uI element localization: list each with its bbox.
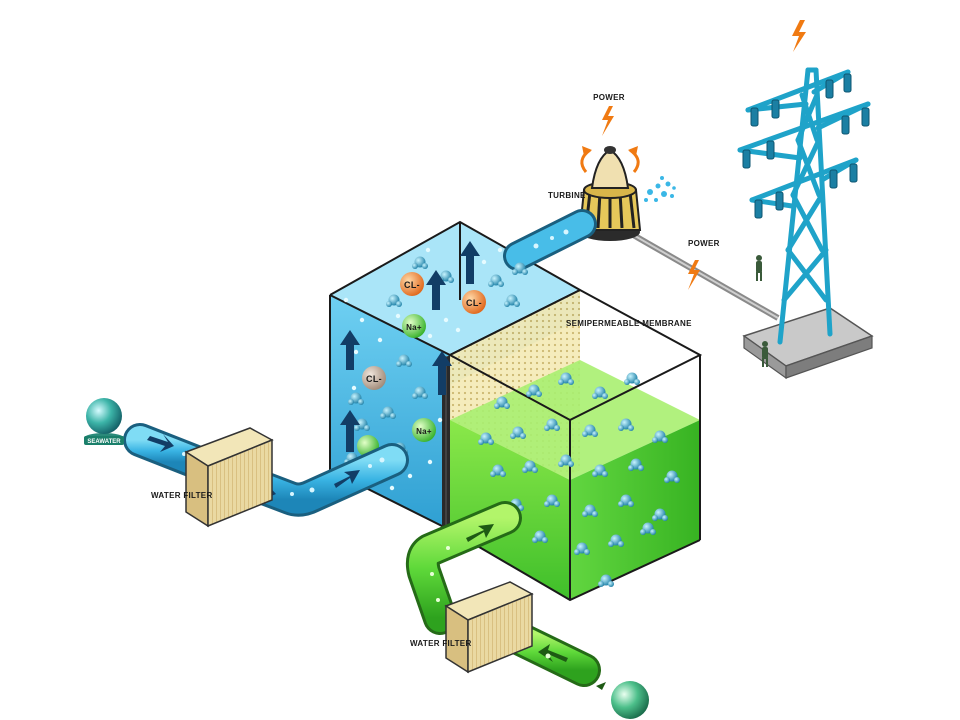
bubble	[455, 327, 461, 333]
water-molecule	[490, 464, 506, 477]
water-molecule	[348, 392, 364, 405]
water-molecule	[592, 464, 608, 477]
chloride-ion: CL-	[400, 272, 424, 296]
power-tower	[737, 20, 874, 380]
person-figure	[756, 255, 762, 281]
bubble	[343, 297, 349, 303]
tower-frame	[737, 67, 871, 345]
water-molecule	[504, 294, 520, 307]
lightning-icon	[688, 260, 700, 290]
water-molecule	[592, 386, 608, 399]
lightning-icon	[792, 20, 806, 52]
water-molecule	[574, 542, 590, 555]
water-molecule	[598, 574, 614, 587]
water-molecule	[608, 534, 624, 547]
bubble	[353, 349, 359, 355]
water-filter-label: WATER FILTER	[410, 639, 472, 648]
water-molecule	[488, 274, 504, 287]
salt-water-globe: SEAWATER	[84, 398, 124, 445]
bubble	[481, 259, 487, 265]
water-molecule	[544, 418, 560, 431]
water-molecule	[412, 256, 428, 269]
water-molecule	[386, 294, 402, 307]
chloride-ion: CL-	[462, 290, 486, 314]
bubble	[395, 313, 401, 319]
water-molecule	[510, 426, 526, 439]
globe-label: SEAWATER	[87, 439, 121, 445]
water-molecule	[512, 262, 528, 275]
salt-water-molecules	[344, 256, 528, 465]
person-figure	[762, 341, 768, 367]
water-molecule	[354, 418, 370, 431]
water-molecule	[478, 432, 494, 445]
ion-label: Na+	[416, 427, 432, 436]
lightning-icon	[602, 106, 614, 136]
fresh-water-globe	[596, 681, 649, 719]
power-cable	[626, 229, 780, 321]
water-spray	[644, 176, 676, 202]
water-molecule	[664, 470, 680, 483]
ion-label: CL-	[404, 280, 420, 290]
ion-label: Na+	[406, 323, 422, 332]
outlet-pipe	[503, 209, 597, 271]
water-molecule	[412, 386, 428, 399]
bubble	[425, 247, 431, 253]
bubble	[377, 337, 383, 343]
water-filter-bottom	[444, 581, 534, 674]
bubble	[359, 317, 365, 323]
power-label: POWER	[593, 93, 625, 102]
chloride-ion: CL-	[362, 366, 386, 390]
tower-insulators	[742, 73, 870, 219]
sodium-ion: Na+	[412, 418, 436, 442]
bubble	[389, 485, 395, 491]
water-molecule	[544, 494, 560, 507]
water-molecule	[532, 530, 548, 543]
ion-label: CL-	[466, 298, 482, 308]
bubble	[497, 247, 503, 253]
water-molecule	[396, 354, 412, 367]
water-molecule	[526, 384, 542, 397]
water-molecule	[618, 418, 634, 431]
water-filter-left	[184, 427, 274, 528]
water-molecule	[494, 396, 510, 409]
power-line-label: POWER	[688, 239, 720, 248]
ion-label: CL-	[366, 374, 382, 384]
water-molecule	[522, 460, 538, 473]
water-molecule	[558, 372, 574, 385]
bubble	[427, 333, 433, 339]
upward-flow-arrows	[340, 241, 480, 452]
bubble	[407, 473, 413, 479]
water-molecule	[558, 454, 574, 467]
water-molecule	[582, 424, 598, 437]
water-molecule	[582, 504, 598, 517]
bubble	[427, 459, 433, 465]
bubble	[443, 317, 449, 323]
water-molecule	[624, 372, 640, 385]
bubble	[437, 417, 443, 423]
water-molecule	[652, 508, 668, 521]
bubble	[351, 385, 357, 391]
water-molecule	[628, 458, 644, 471]
sodium-ion: Na+	[402, 314, 426, 338]
membrane-label: SEMIPERMEABLE MEMBRANE	[566, 319, 692, 328]
water-molecule	[380, 406, 396, 419]
turbine-label: TURBINE	[548, 191, 586, 200]
water-molecule	[640, 522, 656, 535]
water-molecule	[652, 430, 668, 443]
salt-water-bubbles	[343, 247, 503, 491]
water-filter-label: WATER FILTER	[151, 491, 213, 500]
water-molecule	[618, 494, 634, 507]
